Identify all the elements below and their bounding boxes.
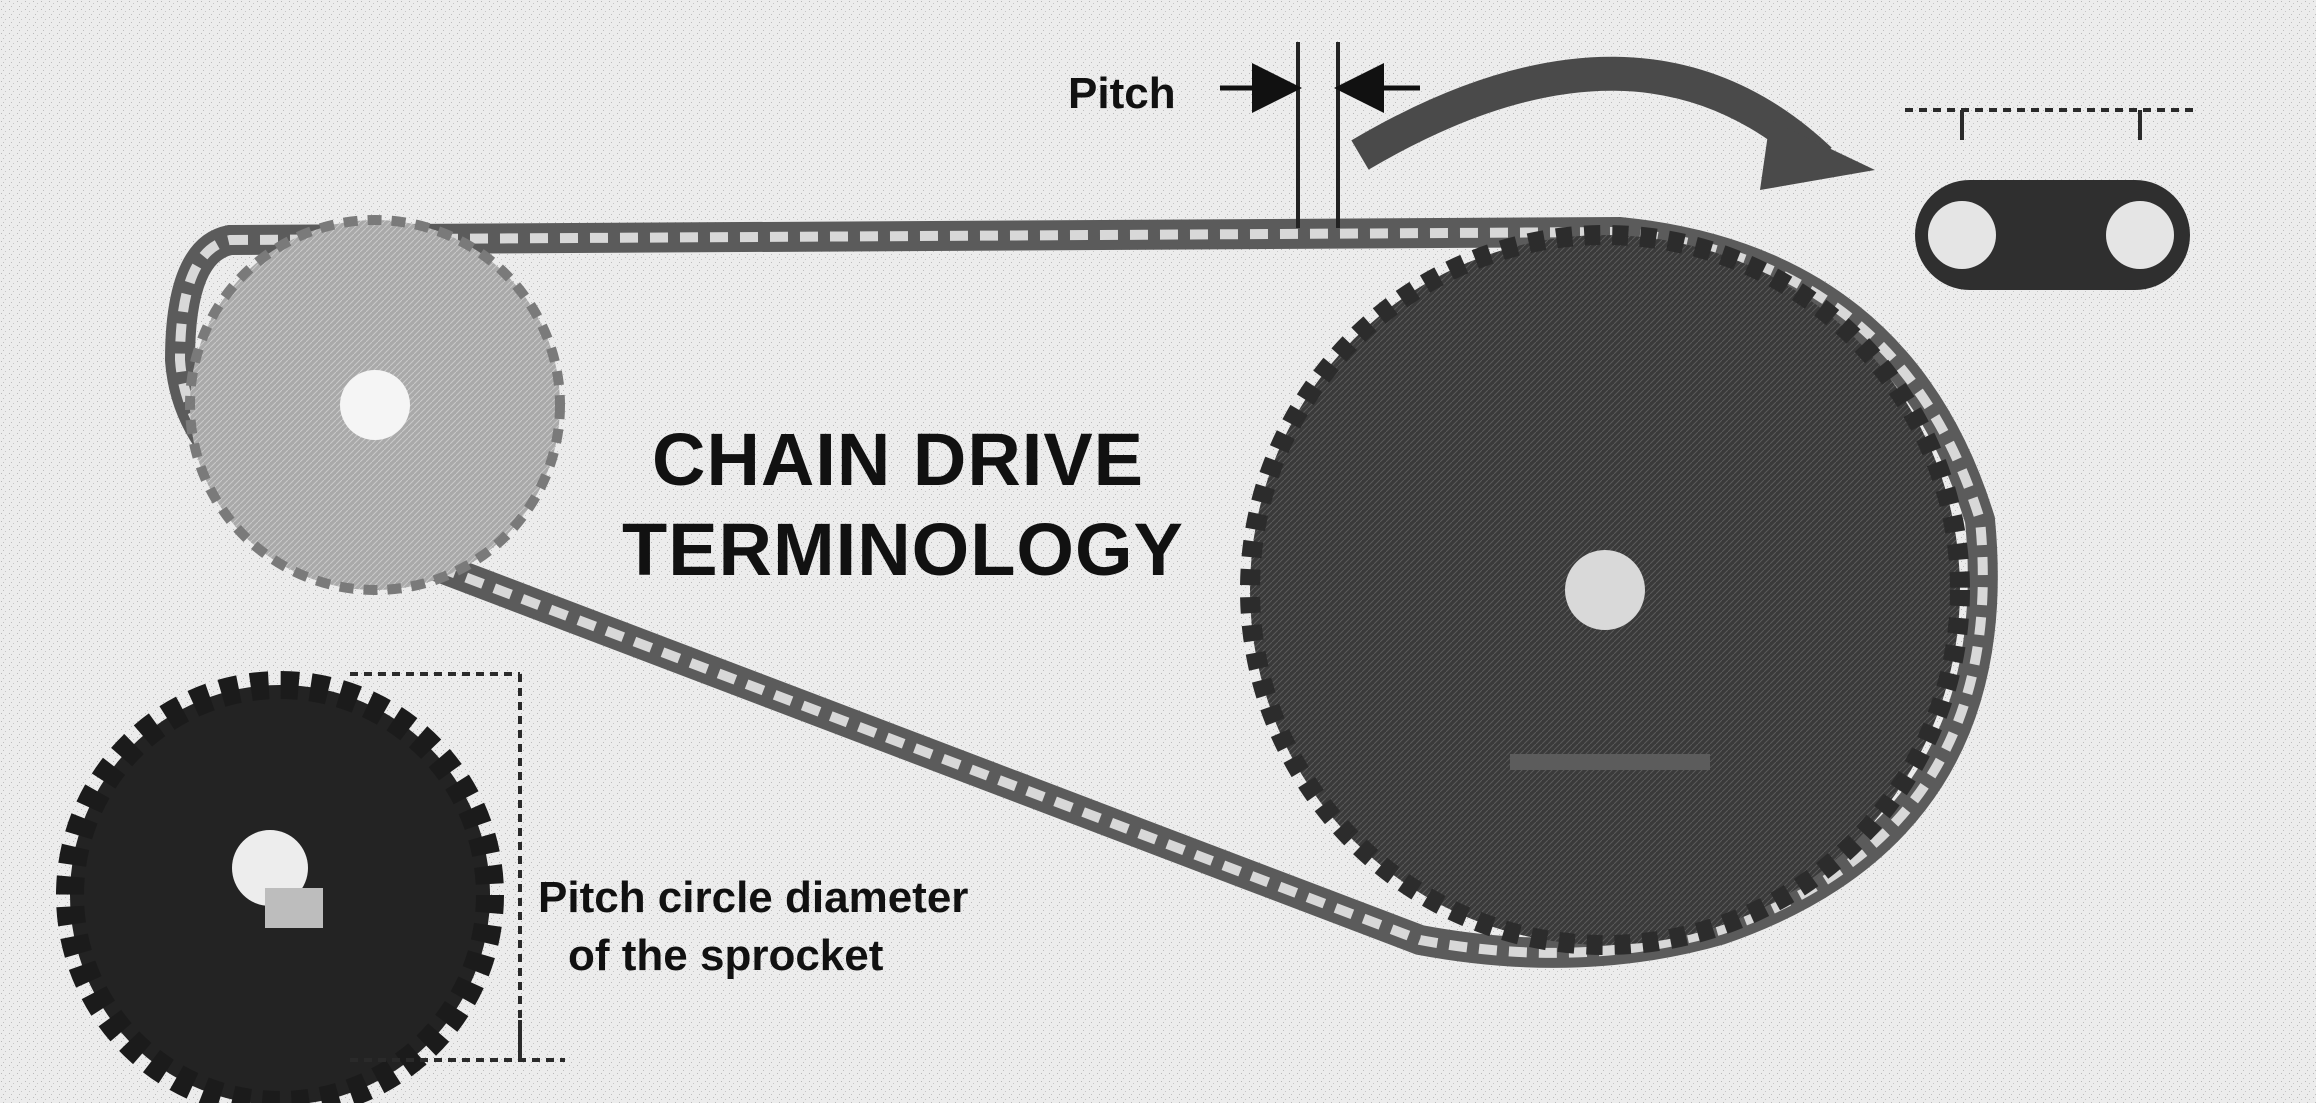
chain-link-detail (1905, 108, 2195, 290)
roller-chain (164, 216, 1998, 968)
pitch-dimension (1220, 42, 1420, 228)
standalone-sprocket (56, 671, 504, 1103)
link-roller-hole-left (1928, 201, 1996, 269)
diagram-title-line2: TERMINOLOGY (622, 508, 1184, 591)
curved-arrow-to-link (1351, 56, 1875, 190)
pitch-circle-label-line1: Pitch circle diameter (538, 873, 968, 922)
link-roller-hole-right (2106, 201, 2174, 269)
standalone-shaft-hole (232, 830, 308, 906)
small-driver-sprocket (185, 215, 565, 595)
diagram-title-line1: CHAIN DRIVE (652, 418, 1144, 501)
large-driven-sprocket (1240, 225, 1970, 955)
driven-shaft-hole (1565, 550, 1645, 630)
standalone-keyway (265, 888, 323, 928)
pitch-label: Pitch (1068, 69, 1176, 118)
pitch-circle-label-line2: of the sprocket (568, 931, 884, 980)
pitch-circle-dimension (350, 672, 565, 1062)
driven-keyway-mark (1510, 754, 1710, 770)
driver-shaft-hole (340, 370, 410, 440)
